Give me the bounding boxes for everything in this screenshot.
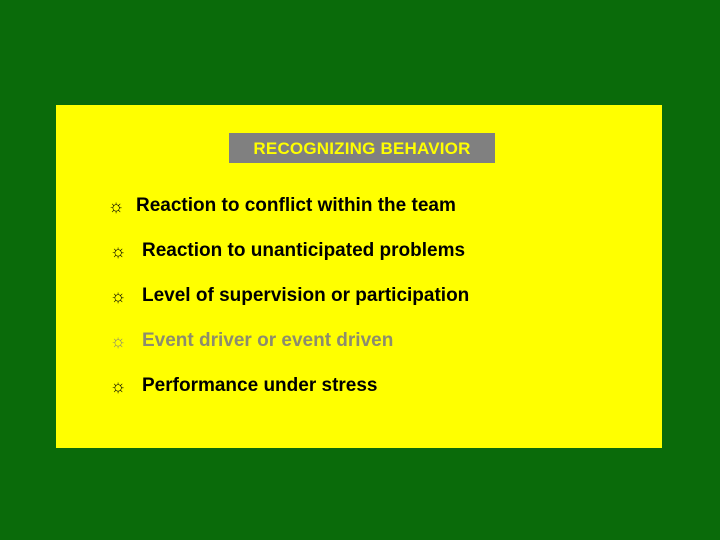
sun-icon: ☼ [109,375,127,396]
list-item: ☼ Event driver or event driven [56,318,662,363]
list-item: ☼ Reaction to conflict within the team [56,183,662,228]
slide-title-box: RECOGNIZING BEHAVIOR [229,133,495,163]
list-item-label: Reaction to unanticipated problems [142,239,466,261]
list-item-label: Performance under stress [142,374,378,396]
list-item: ☼ Reaction to unanticipated problems [56,228,662,273]
sun-icon: ☼ [107,195,125,216]
list-item-label: Event driver or event driven [142,329,394,351]
list-item: ☼ Performance under stress [56,363,662,408]
sun-icon: ☼ [109,240,127,261]
list-item-label: Reaction to conflict within the team [136,194,456,216]
list-item-label: Level of supervision or participation [142,284,470,306]
list-item: ☼ Level of supervision or participation [56,273,662,318]
sun-icon: ☼ [109,285,127,306]
slide-content-panel: RECOGNIZING BEHAVIOR ☼ Reaction to confl… [56,105,662,448]
bullet-list: ☼ Reaction to conflict within the team ☼… [56,183,662,408]
sun-icon: ☼ [109,330,127,351]
page-title: RECOGNIZING BEHAVIOR [253,138,471,158]
